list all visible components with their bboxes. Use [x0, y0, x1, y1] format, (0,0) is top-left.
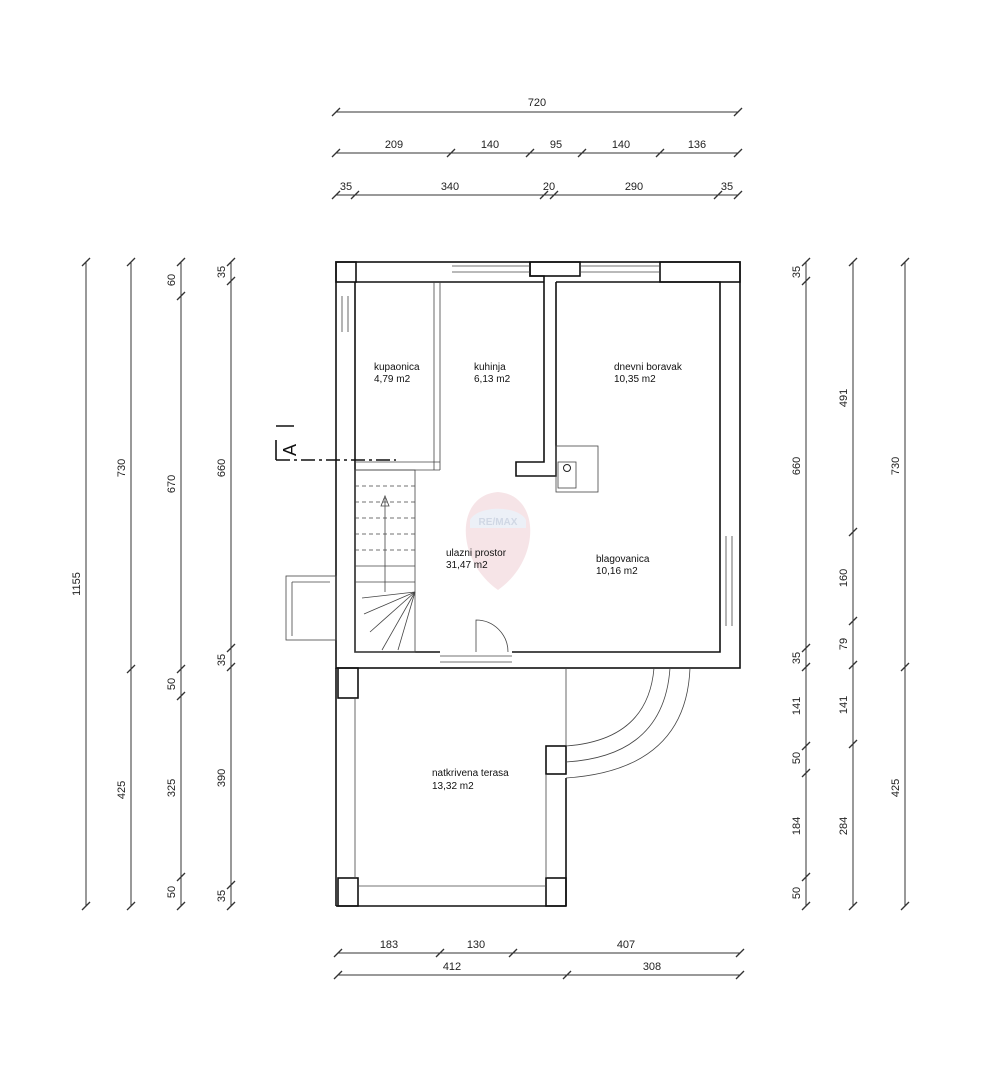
- room-area-entrance: 31,47 m2: [446, 560, 488, 571]
- dim-left-c4-2: 660: [216, 459, 228, 477]
- room-name-living: dnevni boravak: [614, 362, 683, 373]
- dim-left-c4-4: 390: [216, 769, 228, 787]
- dim-bottom-r2-1: 412: [443, 961, 461, 973]
- top-dimensions: 720 209 140 95 140 136 35 340 20 290 35: [331, 97, 743, 200]
- dim-bottom-r1-2: 130: [467, 939, 485, 951]
- dim-top-r3-2: 340: [441, 181, 459, 193]
- dim-right-c1-7: 50: [791, 887, 803, 899]
- staircase: [354, 469, 416, 653]
- inner-wall-right: [512, 281, 721, 653]
- dim-top-r3-3: 20: [543, 181, 555, 193]
- dim-left-c3-3: 50: [166, 678, 178, 690]
- terrace-column-bottom-right: [545, 877, 567, 907]
- dim-right-c2-4: 141: [838, 696, 850, 714]
- outer-wall: [335, 261, 741, 669]
- section-label: A: [280, 444, 300, 456]
- dim-top-r2-4: 140: [612, 139, 630, 151]
- partition-wall: [515, 262, 557, 477]
- dim-top-r2-3: 95: [550, 139, 562, 151]
- dim-top-r3-4: 290: [625, 181, 643, 193]
- walls: A: [275, 261, 741, 907]
- flue-icon: [563, 464, 571, 472]
- dim-right-c3-1: 730: [890, 457, 902, 475]
- dim-left-c3-5: 50: [166, 886, 178, 898]
- entrance-door-swing: [475, 619, 509, 653]
- inner-wall-left: [354, 282, 440, 653]
- dim-left-c4-3: 35: [216, 654, 228, 666]
- step-arc-1: [565, 667, 655, 747]
- dim-right-c1-3: 35: [791, 652, 803, 664]
- dim-right-c1-2: 660: [791, 457, 803, 475]
- room-area-bathroom: 4,79 m2: [374, 374, 411, 385]
- dim-left-c3-2: 670: [166, 475, 178, 493]
- dim-top-r3-1: 35: [340, 181, 352, 193]
- dim-left-c3-1: 60: [166, 274, 178, 286]
- room-labels: kupaonica 4,79 m2 kuhinja 6,13 m2 dnevni…: [374, 362, 683, 792]
- remax-balloon-logo: RE/MAX: [465, 492, 531, 590]
- room-name-bathroom: kupaonica: [374, 362, 420, 373]
- dim-right-c1-1: 35: [791, 266, 803, 278]
- dim-left-c2-2: 425: [116, 781, 128, 799]
- room-area-terrace: 13,32 m2: [432, 781, 474, 792]
- dim-right-c2-2: 160: [838, 569, 850, 587]
- room-name-entrance: ulazni prostor: [446, 548, 507, 559]
- room-area-kitchen: 6,13 m2: [474, 374, 511, 385]
- terrace-column-bottom-left: [337, 877, 359, 907]
- dim-top-overall: 720: [528, 97, 546, 109]
- terrace-column-right: [545, 745, 567, 775]
- terrace-column-top-left: [337, 667, 359, 699]
- stove-block: [555, 445, 599, 493]
- right-dimensions: 35 660 35 141 50 184 50 491 160 79 141 2…: [791, 257, 910, 911]
- left-dimensions: 1155 730 425 60 670 50 325 50 35 660 35 …: [71, 257, 236, 911]
- dim-right-c2-5: 284: [838, 817, 850, 835]
- dim-bottom-r1-1: 183: [380, 939, 398, 951]
- dim-bottom-r2-2: 308: [643, 961, 661, 973]
- dim-bottom-r1-3: 407: [617, 939, 635, 951]
- dim-right-c2-3: 79: [838, 638, 850, 650]
- dim-left-c1: 1155: [71, 572, 83, 596]
- dim-left-c2-1: 730: [116, 459, 128, 477]
- dim-top-r2-5: 136: [688, 139, 706, 151]
- dim-right-c1-4: 141: [791, 697, 803, 715]
- room-name-terrace: natkrivena terasa: [432, 768, 509, 779]
- section-marker: A: [275, 425, 396, 461]
- dim-top-r2-1: 209: [385, 139, 403, 151]
- dim-left-c4-1: 35: [216, 266, 228, 278]
- dim-right-c1-6: 184: [791, 817, 803, 835]
- room-area-living: 10,35 m2: [614, 374, 656, 385]
- dim-left-c4-5: 35: [216, 890, 228, 902]
- side-planter: [285, 575, 337, 641]
- dim-top-r2-2: 140: [481, 139, 499, 151]
- room-area-dining: 10,16 m2: [596, 566, 638, 577]
- dim-right-c3-2: 425: [890, 779, 902, 797]
- room-name-kitchen: kuhinja: [474, 362, 506, 373]
- remax-watermark-text: RE/MAX: [479, 517, 518, 528]
- bottom-dimensions: 183 130 407 412 308: [333, 939, 745, 980]
- dim-left-c3-4: 325: [166, 779, 178, 797]
- room-name-dining: blagovanica: [596, 554, 650, 565]
- dim-top-r3-5: 35: [721, 181, 733, 193]
- dim-right-c2-1: 491: [838, 389, 850, 407]
- stair-arrow-icon: [380, 494, 390, 507]
- dim-right-c1-5: 50: [791, 752, 803, 764]
